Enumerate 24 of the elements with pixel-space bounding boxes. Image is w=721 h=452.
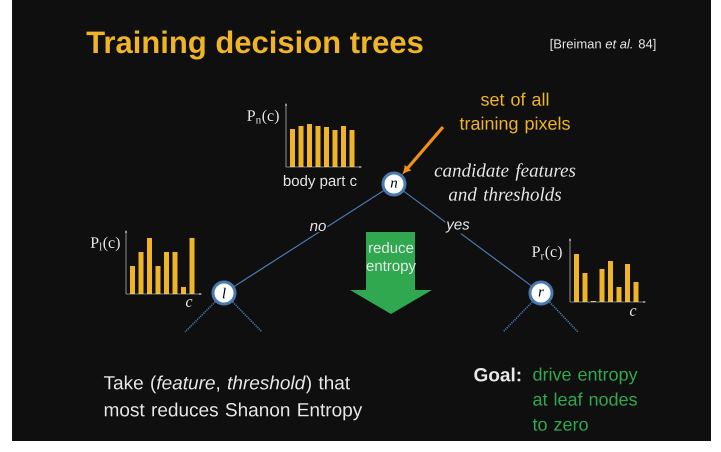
leader-arrow — [403, 126, 444, 174]
tree-node: n — [382, 172, 406, 196]
axis-label: P$_{l}$(c) — [90, 236, 120, 252]
dotted-branch — [184, 301, 216, 333]
tree-node: l — [212, 280, 236, 306]
goal-text: drive entropy at leaf nodes to zero — [532, 368, 638, 431]
dotted-branch — [502, 301, 533, 333]
goal-label: Goal: — [474, 368, 520, 382]
axis-label: c — [630, 308, 636, 316]
slide-title: Training decision trees — [86, 30, 423, 60]
edge-label: no — [308, 222, 328, 232]
axis-label: P$_{n}$(c) — [247, 110, 279, 124]
tree-branch — [234, 190, 384, 287]
axis-label: c — [186, 299, 192, 307]
tree-branch — [404, 190, 532, 286]
axis-label: body part c — [284, 175, 357, 189]
tree-node: r — [528, 280, 554, 306]
axis-label: P$_{r}$(c) — [532, 246, 562, 260]
dotted-branch — [232, 301, 263, 333]
callout-text: set of all training pixels — [460, 92, 570, 134]
annotation: candidate features and thresholds — [434, 163, 576, 201]
citation: [Breiman et al. 84] — [550, 38, 656, 52]
dotted-branch — [549, 302, 579, 333]
body-text: Take (feature, threshold) that most reduces Shanon Entropy — [104, 376, 362, 420]
